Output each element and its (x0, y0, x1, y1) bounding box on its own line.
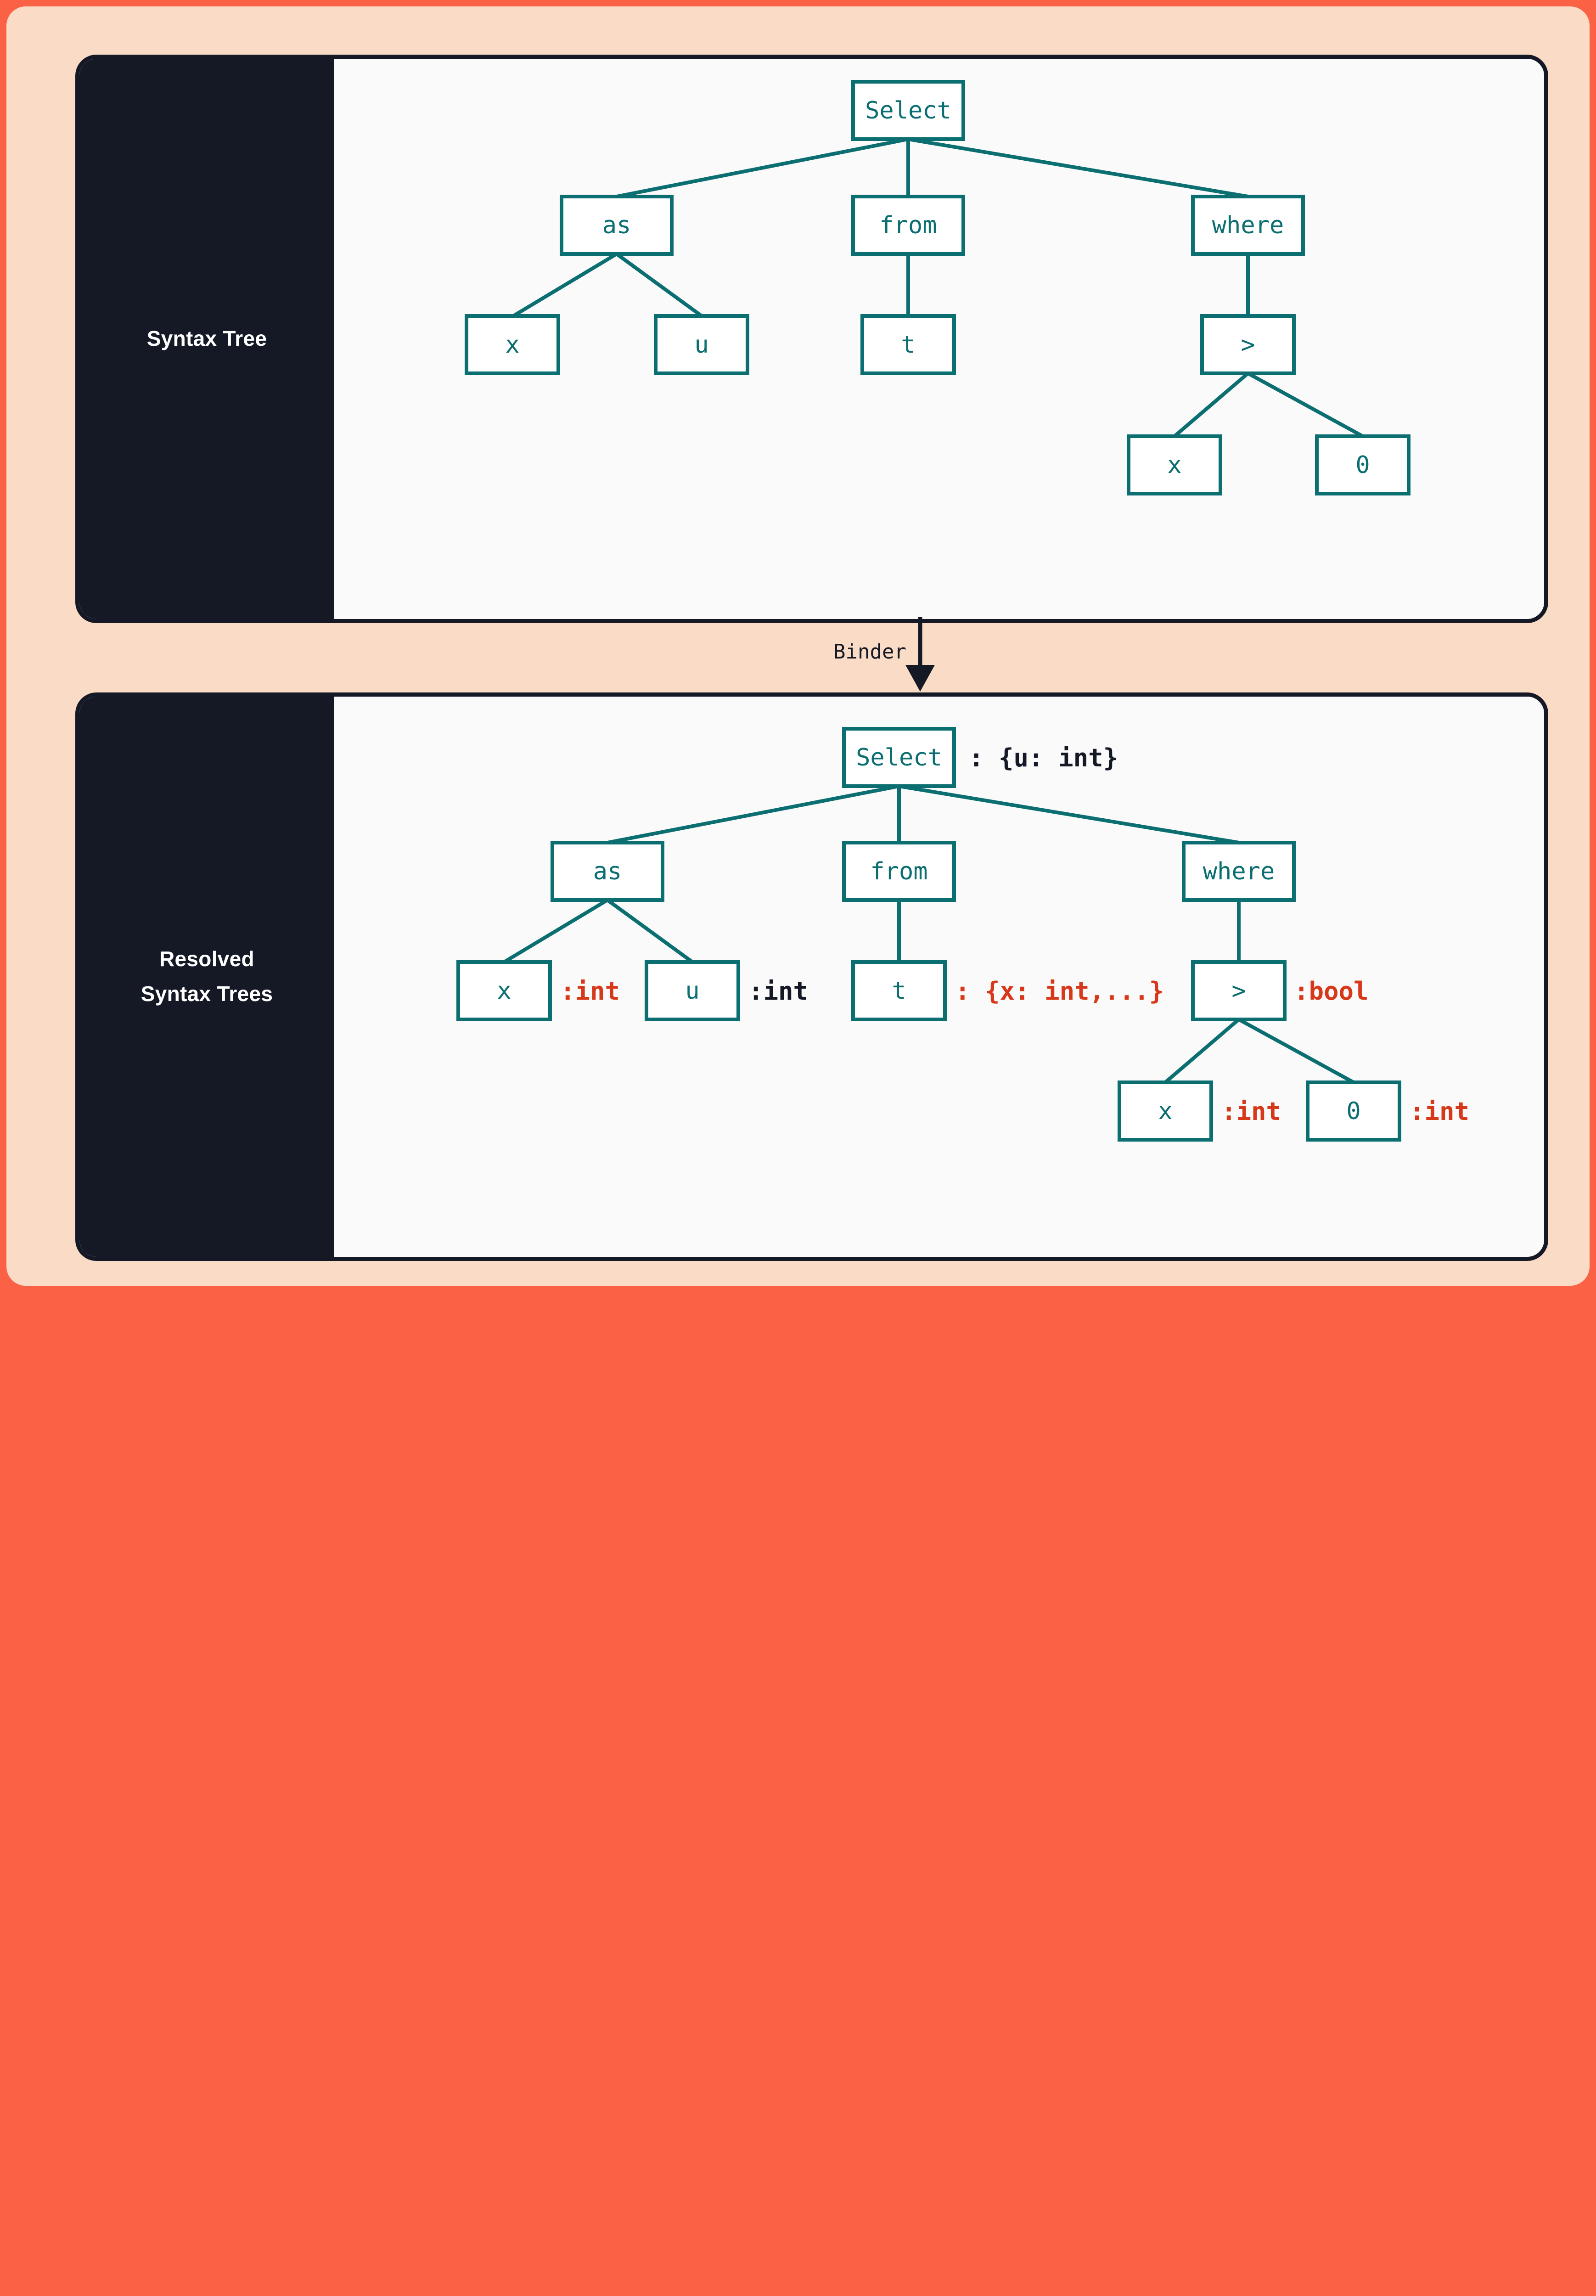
tree-node-gt[interactable]: > (1200, 314, 1296, 375)
syntax-tree-diagram: Select as from where (465, 80, 1411, 495)
resolved-node-select[interactable]: Select (842, 727, 956, 788)
resolved-node-where[interactable]: where (1182, 841, 1296, 902)
redge-as-u (606, 898, 694, 964)
panel-resolved-label-line2: Syntax Trees (140, 982, 273, 1006)
panel-resolved-label-line1: Resolved (159, 947, 254, 971)
slide-canvas: Syntax Tree (0, 6, 1596, 1385)
tree-edges (512, 137, 1364, 438)
panel-syntax-tree-body: Select as from where (334, 59, 1544, 619)
rnode-label-t: t (892, 977, 906, 1005)
edge-select-where (908, 137, 1248, 198)
rnode-annotation-gt: :bool (1294, 977, 1369, 1006)
node-box-x-second (1127, 434, 1222, 495)
panel-syntax-tree-label: Syntax Tree (146, 326, 267, 351)
node-box-zero (1315, 434, 1411, 495)
node-box-gt (1200, 314, 1296, 375)
binder-label: Binder (833, 640, 906, 664)
resolved-node-u[interactable]: u (645, 960, 740, 1021)
edge-gt-zero (1247, 371, 1364, 438)
tree-node-x-first[interactable]: x (465, 314, 560, 375)
node-label-zero: 0 (1355, 451, 1370, 479)
node-label-where: where (1212, 212, 1284, 239)
tree-node-zero[interactable]: 0 (1315, 434, 1411, 495)
node-label-u: u (694, 331, 708, 359)
node-label-as: as (602, 212, 631, 239)
panel-resolved-label: Resolved Syntax Trees (141, 942, 273, 1012)
tree-node-t[interactable]: t (860, 314, 956, 375)
resolved-node-t[interactable]: t (851, 960, 947, 1021)
tree-node-u[interactable]: u (654, 314, 749, 375)
redge-gt-zero (1238, 1018, 1354, 1084)
tree-node-where[interactable]: where (1191, 195, 1305, 256)
resolved-node-as[interactable]: as (551, 841, 664, 902)
redge-select-as (607, 784, 899, 844)
node-box-as (560, 195, 674, 256)
rnode-annotation-t: : {x: int,...} (955, 977, 1164, 1006)
rnode-box-where (1182, 841, 1296, 902)
rnode-annotation-x-second: :int (1221, 1097, 1281, 1126)
rnode-box-x-second (1118, 1080, 1213, 1142)
node-label-gt: > (1241, 331, 1255, 359)
resolved-tree-diagram: Select : {u: int} as from where (456, 727, 1469, 1142)
rnode-box-from (842, 841, 956, 902)
node-label-select: Select (865, 97, 951, 124)
rnode-label-zero: 0 (1346, 1097, 1360, 1125)
rnode-box-as (551, 841, 664, 902)
tree-node-x-second[interactable]: x (1127, 434, 1222, 495)
node-label-x-first: x (505, 331, 519, 359)
edge-as-x (512, 252, 618, 318)
node-box-x-first (465, 314, 560, 375)
node-box-t (860, 314, 956, 375)
node-box-where (1191, 195, 1305, 256)
rnode-box-select (842, 727, 956, 788)
node-box-select (851, 80, 965, 141)
resolved-node-gt[interactable]: > (1191, 960, 1287, 1021)
edge-as-u (615, 252, 703, 318)
stage-background: Syntax Tree (6, 6, 1590, 1286)
rnode-box-zero (1306, 1080, 1401, 1142)
binder-arrow-icon (905, 617, 935, 692)
resolved-node-zero[interactable]: 0 (1306, 1080, 1401, 1142)
resolved-node-from[interactable]: from (842, 841, 956, 902)
panel-resolved-body: Select : {u: int} as from where (334, 697, 1544, 1257)
rnode-annotation-u: :int (748, 977, 808, 1006)
resolved-node-x-second[interactable]: x (1118, 1080, 1213, 1142)
rnode-label-from: from (870, 858, 927, 885)
node-label-from: from (879, 212, 937, 239)
panel-resolved-sidebar: Resolved Syntax Trees (79, 697, 334, 1257)
panel-resolved-syntax-trees: Resolved Syntax Trees (75, 692, 1548, 1261)
rnode-box-gt (1191, 960, 1287, 1021)
panel-syntax-tree: Syntax Tree (75, 55, 1548, 623)
edge-gt-x (1173, 371, 1249, 438)
rnode-annotation-select: : {u: int} (969, 743, 1118, 772)
rnode-label-u: u (685, 977, 699, 1005)
rnode-box-t (851, 960, 947, 1021)
tree-node-from[interactable]: from (851, 195, 965, 256)
panel-syntax-tree-sidebar: Syntax Tree (79, 59, 334, 619)
resolved-node-x-first[interactable]: x (456, 960, 552, 1021)
rnode-label-as: as (593, 858, 622, 885)
rnode-label-x-first: x (497, 977, 511, 1005)
node-label-x-second: x (1167, 451, 1181, 479)
node-label-t: t (901, 331, 915, 359)
node-box-u (654, 314, 749, 375)
redge-select-where (899, 784, 1239, 844)
redge-as-x (503, 898, 609, 964)
tree-node-as[interactable]: as (560, 195, 674, 256)
binder-transition: Binder (759, 617, 1035, 693)
rnode-box-u (645, 960, 740, 1021)
tree-node-select[interactable]: Select (851, 80, 965, 141)
redge-gt-x (1164, 1018, 1240, 1084)
rnode-label-where: where (1203, 858, 1275, 885)
edge-select-as (616, 137, 909, 198)
rnode-annotation-zero: :int (1410, 1097, 1469, 1126)
node-box-from (851, 195, 965, 256)
rnode-label-select: Select (856, 744, 942, 771)
resolved-tree-edges (503, 784, 1354, 1084)
rnode-label-x-second: x (1158, 1097, 1172, 1125)
rnode-label-gt: > (1231, 977, 1246, 1005)
rnode-box-x-first (456, 960, 552, 1021)
footer-bar: Binders Resolve Names and Check Types (0, 1286, 1596, 1385)
rnode-annotation-x-first: :int (560, 977, 620, 1006)
